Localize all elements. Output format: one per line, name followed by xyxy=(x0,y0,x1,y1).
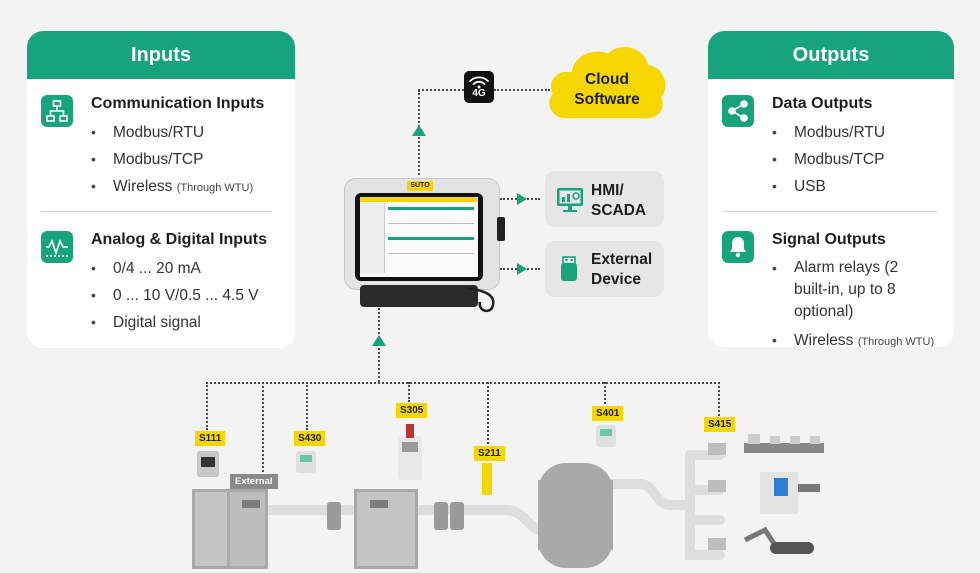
sensor-tag-s211: S211 xyxy=(474,446,505,461)
usb-drive-icon xyxy=(561,256,577,281)
wireless-label: Wireless xyxy=(113,178,173,195)
screen-panel xyxy=(360,203,385,273)
list-item: USB xyxy=(772,173,940,200)
air-receiver-tank xyxy=(538,463,613,568)
list-item: Wireless (Through WTU) xyxy=(772,327,936,347)
connector-line xyxy=(718,382,720,416)
list-item: Modbus/TCP xyxy=(91,146,281,173)
data-outputs-title: Data Outputs xyxy=(772,95,873,112)
cloud-icon xyxy=(549,47,666,119)
screen-row xyxy=(388,223,474,224)
device-connector-strip xyxy=(360,285,478,307)
arrow-right-icon xyxy=(517,263,527,275)
external-device-label: External Device xyxy=(591,250,652,290)
arrow-right-icon xyxy=(517,193,527,205)
outputs-header: Outputs xyxy=(708,31,954,79)
cloud-line-2: Software xyxy=(574,91,640,108)
list-item: 0/4 ... 20 mA xyxy=(91,255,281,282)
screen-row xyxy=(388,237,474,240)
screen-display xyxy=(360,197,478,277)
waveform-icon xyxy=(41,231,73,263)
list-item: Digital signal xyxy=(91,309,281,336)
sensors xyxy=(197,424,726,550)
data-outputs-list: Modbus/RTU Modbus/TCP USB xyxy=(772,119,940,200)
monitor-chart-icon xyxy=(557,188,583,212)
wireless-note: (Through WTU) xyxy=(176,182,254,194)
external-line-1: External xyxy=(591,251,653,268)
sensor-tag-s305: S305 xyxy=(396,403,428,418)
external-device-box: External Device xyxy=(545,241,664,297)
list-item: Modbus/TCP xyxy=(772,146,940,173)
signal-outputs-title: Signal Outputs xyxy=(772,231,886,248)
sensor-bus-line xyxy=(206,382,720,384)
screen-row xyxy=(388,253,474,254)
hmi-line-2: SCADA xyxy=(591,202,647,219)
screen-row xyxy=(388,207,474,210)
cloud-software-label: Cloud Software xyxy=(574,70,640,110)
list-item: Wireless (Through WTU) xyxy=(91,173,281,202)
hmi-scada-label: HMI/ SCADA xyxy=(591,181,646,221)
connector-line xyxy=(306,382,308,430)
external-line-2: Device xyxy=(591,271,641,288)
share-icon xyxy=(722,95,754,127)
section-divider xyxy=(41,211,272,212)
device-side-port xyxy=(497,217,505,241)
connector-line xyxy=(408,382,410,402)
analog-digital-inputs-list: 0/4 ... 20 mA 0 ... 10 V/0.5 ... 4.5 V D… xyxy=(91,255,281,336)
arrow-up-icon xyxy=(372,335,386,346)
network-icon xyxy=(41,95,73,127)
connector-line xyxy=(487,382,489,444)
wireless-note: (Through WTU) xyxy=(857,336,935,347)
wireless-4g-badge: 4G xyxy=(464,71,494,103)
cloud-line-1: Cloud xyxy=(585,71,629,88)
inputs-card: Inputs Communication Inputs Modbus/RTU M… xyxy=(27,31,295,348)
sensor-tag-s415: S415 xyxy=(704,417,736,432)
compressor-2 xyxy=(354,489,418,569)
communication-inputs-title: Communication Inputs xyxy=(91,95,265,112)
analog-digital-inputs-section: Analog & Digital Inputs 0/4 ... 20 mA 0 … xyxy=(41,231,281,341)
wifi-icon xyxy=(469,76,489,89)
inputs-header: Inputs xyxy=(27,31,295,79)
data-outputs-section: Data Outputs Modbus/RTU Modbus/TCP USB xyxy=(722,95,940,205)
connector-line xyxy=(494,89,550,91)
device-logo: SUTO xyxy=(407,181,433,191)
signal-outputs-list: Alarm relays (2 built-in, up to 8 option… xyxy=(772,255,936,347)
list-item: 0 ... 10 V/0.5 ... 4.5 V xyxy=(91,282,281,309)
hmi-scada-box: HMI/ SCADA xyxy=(545,171,664,227)
device-cable xyxy=(465,286,495,313)
sensor-tag-s111: S111 xyxy=(195,431,226,446)
4g-label: 4G xyxy=(472,88,486,99)
device-screen xyxy=(355,193,483,281)
connector-line xyxy=(418,89,464,91)
screen-status-bar xyxy=(360,197,478,202)
compressor-1 xyxy=(192,489,268,569)
sensor-tag-s430: S430 xyxy=(294,431,326,446)
filters xyxy=(327,502,464,530)
data-logger-device: SUTO xyxy=(344,178,505,290)
signal-outputs-section: Signal Outputs Alarm relays (2 built-in,… xyxy=(722,231,940,347)
connector-line xyxy=(262,382,264,472)
sensor-tag-s401: S401 xyxy=(592,406,624,421)
section-divider xyxy=(724,211,937,212)
communication-inputs-section: Communication Inputs Modbus/RTU Modbus/T… xyxy=(41,95,281,205)
list-item: Modbus/RTU xyxy=(772,119,940,146)
arrow-up-icon xyxy=(412,125,426,136)
connector-line xyxy=(206,382,208,430)
list-item: Alarm relays (2 built-in, up to 8 option… xyxy=(772,257,936,323)
hmi-line-1: HMI/ xyxy=(591,182,624,199)
list-item: Modbus/RTU xyxy=(91,119,281,146)
bell-icon xyxy=(722,231,754,263)
external-tag: External xyxy=(230,474,278,489)
communication-inputs-list: Modbus/RTU Modbus/TCP Wireless (Through … xyxy=(91,119,281,202)
end-use-machines xyxy=(743,434,824,554)
outputs-card: Outputs Data Outputs Modbus/RTU Modbus/T… xyxy=(708,31,954,347)
analog-digital-inputs-title: Analog & Digital Inputs xyxy=(91,231,267,248)
wireless-label: Wireless xyxy=(794,332,854,347)
connector-line xyxy=(604,382,606,404)
